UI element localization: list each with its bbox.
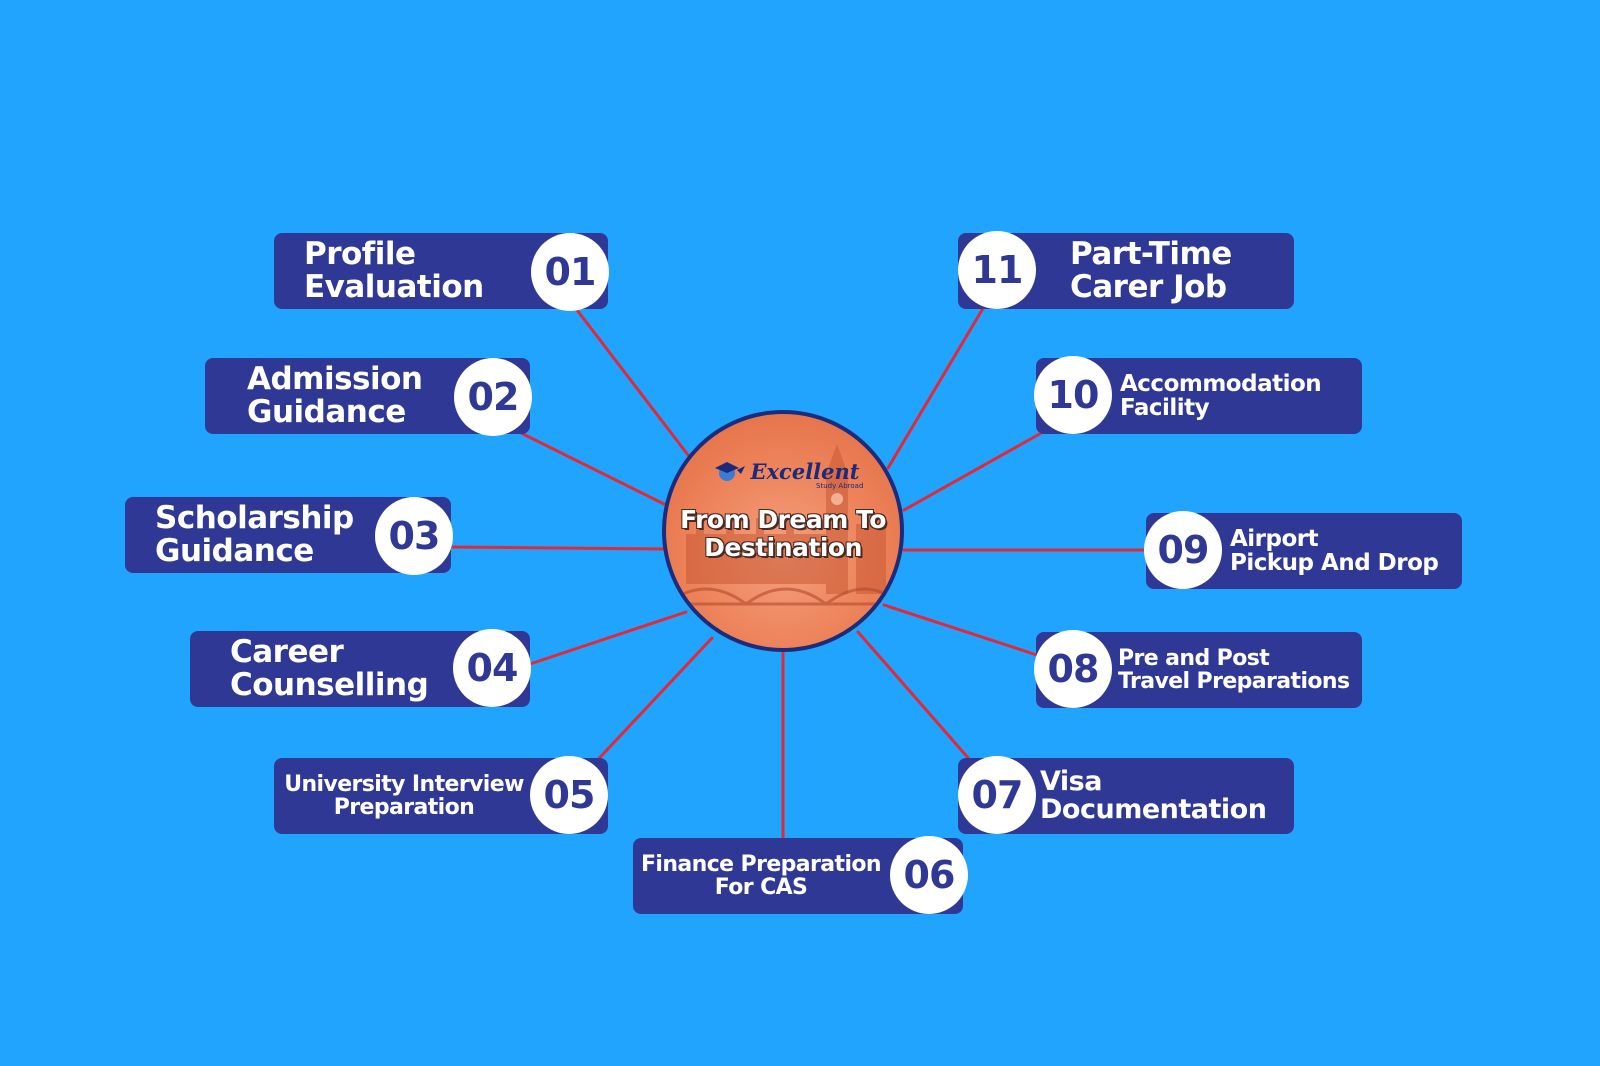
step-08-number: 08 — [1034, 630, 1112, 708]
connector-10 — [902, 425, 1054, 512]
hub-title: From Dream To Destination — [666, 506, 900, 562]
brand-logo: Excellent Study Abroad — [696, 454, 876, 490]
step-05-line2: Preparation — [333, 795, 475, 820]
london-skyline-image — [666, 444, 900, 606]
step-02-line1: Admission — [247, 361, 423, 398]
step-11-line1: Part-Time — [1070, 236, 1232, 273]
step-09-line1: Airport — [1230, 525, 1319, 552]
step-08-line2: Travel Preparations — [1118, 669, 1350, 694]
step-06-line2: For CAS — [714, 875, 808, 900]
step-06-number: 06 — [890, 836, 968, 914]
hub-title-line1: From Dream To — [680, 505, 886, 534]
step-11-number: 11 — [958, 231, 1036, 309]
hub-title-line2: Destination — [704, 533, 862, 562]
step-02-number: 02 — [454, 358, 532, 436]
step-01-number: 01 — [531, 233, 609, 311]
connector-02 — [513, 428, 666, 506]
connector-08 — [882, 603, 1042, 658]
connector-01 — [575, 308, 690, 457]
step-11-line2: Carer Job — [1070, 269, 1227, 305]
step-04-number: 04 — [453, 629, 531, 707]
step-07-line2: Documentation — [1040, 794, 1267, 825]
step-07-number: 07 — [958, 756, 1036, 834]
step-06-line1: Finance Preparation — [641, 851, 882, 877]
step-03-line1: Scholarship — [155, 500, 354, 537]
connector-04 — [528, 610, 688, 666]
connector-07 — [856, 630, 979, 770]
step-01-line1: Profile — [304, 236, 416, 273]
step-03-number: 03 — [375, 497, 453, 575]
step-07-line1: Visa — [1040, 765, 1102, 797]
step-03-line2: Guidance — [155, 533, 314, 569]
graduation-globe-icon — [714, 462, 745, 481]
brand-logo-text: Excellent — [750, 458, 860, 484]
connector-05 — [588, 636, 714, 770]
step-02-line2: Guidance — [247, 394, 406, 430]
step-10-line1: Accommodation — [1120, 370, 1322, 397]
step-05-line1: University Interview — [284, 771, 524, 797]
step-08-line1: Pre and Post — [1118, 645, 1270, 671]
step-09-number: 09 — [1144, 511, 1222, 589]
step-04-line1: Career — [230, 634, 344, 671]
connector-11 — [886, 303, 987, 470]
step-01-line2: Evaluation — [304, 269, 484, 305]
step-05-number: 05 — [530, 756, 608, 834]
center-hub: Excellent Study Abroad From Dream To Des… — [662, 410, 904, 652]
step-10-line2: Facility — [1120, 395, 1210, 421]
brand-logo-tagline: Study Abroad — [816, 482, 864, 490]
connector-03 — [449, 545, 666, 551]
step-04-line2: Counselling — [230, 667, 429, 703]
step-09-line2: Pickup And Drop — [1230, 550, 1439, 576]
step-10-number: 10 — [1034, 356, 1112, 434]
